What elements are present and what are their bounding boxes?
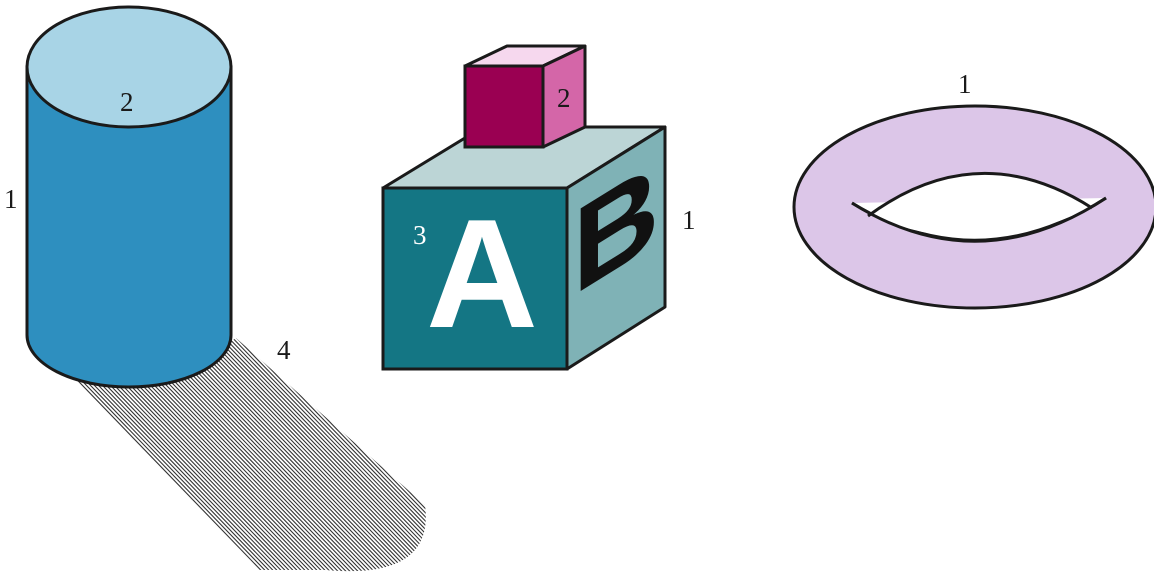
cylinder-label-side: 1 <box>4 184 18 214</box>
shadow-hatch-line <box>195 338 426 572</box>
small-cube-front-face <box>463 64 545 149</box>
block-front-face <box>381 186 569 371</box>
torus-hole-upper-edge <box>867 171 1093 218</box>
torus-hole-lower-edge <box>851 196 1107 243</box>
shadow-hatch-line <box>183 338 426 572</box>
block-label-small-cube: 2 <box>557 83 571 113</box>
torus-hole-upper <box>870 173 1090 237</box>
torus-group: 1 <box>792 69 1154 310</box>
cylinder-label-top: 2 <box>120 87 134 117</box>
shadow-hatch-line <box>52 338 285 572</box>
torus-label: 1 <box>958 69 972 99</box>
cylinder-top <box>25 5 233 129</box>
block-label-front: 3 <box>413 220 427 250</box>
block-letter-a: A <box>426 187 538 360</box>
cylinder-side <box>25 65 233 389</box>
shadow-hatch-line <box>52 338 281 572</box>
shadow-hatch-line <box>199 338 426 572</box>
block-label-side: 1 <box>682 205 696 235</box>
block-group: A B 2 3 1 <box>381 44 696 371</box>
cylinder-label-shadow: 4 <box>277 335 291 365</box>
